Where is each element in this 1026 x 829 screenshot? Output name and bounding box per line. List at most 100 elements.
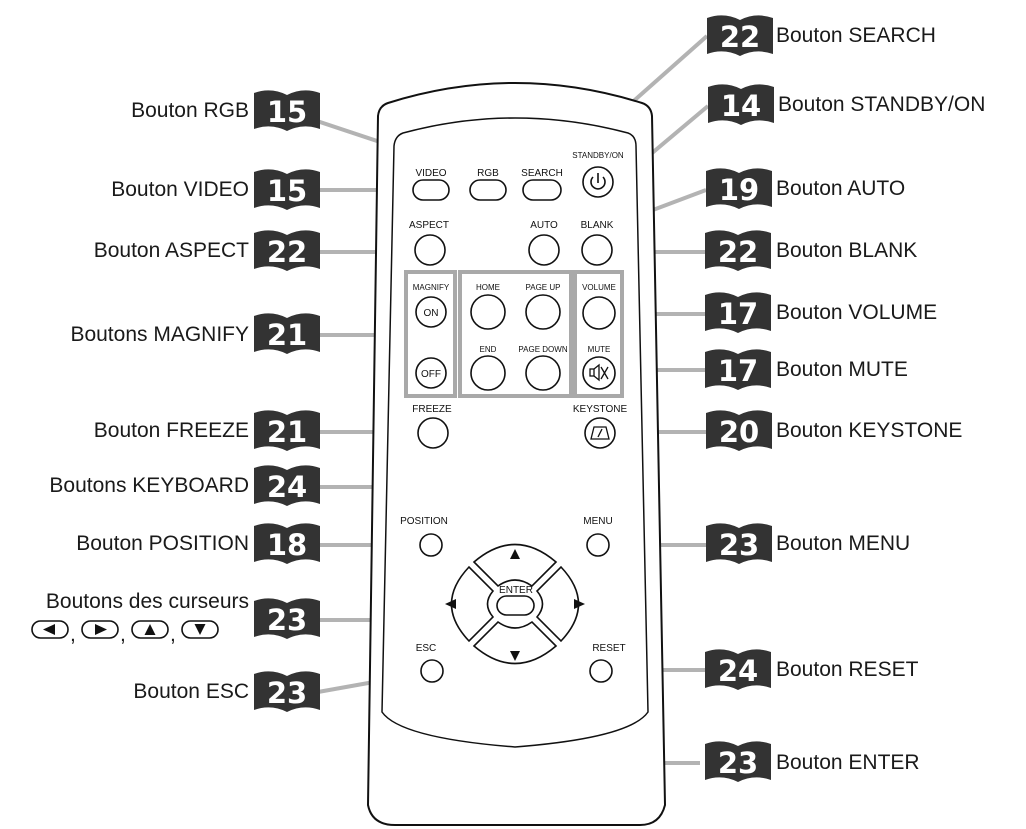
callout-keyboard: 24 Boutons KEYBOARD <box>49 465 320 506</box>
aspect-button-label: ASPECT <box>409 220 449 231</box>
callout-mute: 17 Bouton MUTE <box>705 349 908 390</box>
callout-label: Bouton ASPECT <box>94 239 249 262</box>
page-number: 17 <box>718 297 758 331</box>
callout-magnify: 21 Boutons MAGNIFY <box>70 313 320 354</box>
page-number: 18 <box>267 528 307 562</box>
page-number: 22 <box>720 20 760 54</box>
callout-label: Bouton ENTER <box>776 751 920 774</box>
page-number: 22 <box>267 235 307 269</box>
magnify-group <box>404 270 457 398</box>
callout-label: Bouton ESC <box>133 680 249 703</box>
remote-control: VIDEO RGB SEARCH STANDBY/ON ASPECT AUTO … <box>366 82 667 826</box>
left-cursor-key-icon <box>31 620 69 639</box>
video-button[interactable] <box>412 179 450 201</box>
up-cursor-key-icon <box>131 620 169 639</box>
search-button-label: SEARCH <box>521 168 563 179</box>
callout-label: Boutons MAGNIFY <box>70 323 249 346</box>
enter-button[interactable] <box>496 595 535 616</box>
callout-reset: 24 Bouton RESET <box>705 649 919 690</box>
magnify-off-button[interactable] <box>415 357 447 389</box>
page-up-button-label: PAGE UP <box>526 283 561 292</box>
search-button[interactable] <box>522 179 562 201</box>
callout-esc: 23 Bouton ESC <box>133 671 320 712</box>
callout-label: Bouton VIDEO <box>111 178 249 201</box>
freeze-button[interactable] <box>417 417 449 449</box>
blank-button[interactable] <box>581 234 613 266</box>
callout-label: Boutons KEYBOARD <box>49 474 249 497</box>
cursor-down-button[interactable] <box>472 620 558 665</box>
standby-button-label: STANDBY/ON <box>572 151 624 160</box>
menu-button[interactable] <box>586 533 610 557</box>
aspect-button[interactable] <box>414 234 446 266</box>
callout-label: Bouton RGB <box>131 99 249 122</box>
enter-button-label: ENTER <box>499 585 533 596</box>
cursor-left-button[interactable] <box>450 565 495 643</box>
page-up-button[interactable] <box>525 294 561 330</box>
separator: , <box>120 623 126 646</box>
callout-standby: 14 Bouton STANDBY/ON <box>708 84 985 125</box>
position-button[interactable] <box>419 533 443 557</box>
page-number: 15 <box>267 174 307 208</box>
page-down-button[interactable] <box>525 355 561 391</box>
callout-label: Bouton MENU <box>776 532 910 555</box>
magnify-button-label: MAGNIFY <box>413 283 450 292</box>
volume-button[interactable] <box>582 296 616 330</box>
magnify-off-label: OFF <box>421 369 441 380</box>
cursor-right-button[interactable] <box>535 565 580 643</box>
reset-button-label: RESET <box>592 643 625 654</box>
right-arrow-icon <box>574 599 585 609</box>
esc-button[interactable] <box>420 659 444 683</box>
callout-label: Bouton STANDBY/ON <box>778 93 985 116</box>
callout-label: Bouton SEARCH <box>776 24 936 47</box>
page-number: 22 <box>718 235 758 269</box>
page-number: 23 <box>718 746 758 780</box>
blank-button-label: BLANK <box>581 220 614 231</box>
callout-enter: 23 Bouton ENTER <box>705 741 920 782</box>
mute-button-label: MUTE <box>588 345 611 354</box>
reset-button[interactable] <box>589 659 613 683</box>
callout-cursors: 23 Boutons des curseurs , , , <box>31 590 320 646</box>
callout-freeze: 21 Bouton FREEZE <box>94 410 320 451</box>
callout-label: Bouton FREEZE <box>94 419 249 442</box>
cursor-up-button[interactable] <box>472 543 558 588</box>
page-number: 24 <box>267 470 307 504</box>
page-number: 23 <box>267 603 307 637</box>
rgb-button[interactable] <box>469 179 507 201</box>
page-number: 17 <box>718 354 758 388</box>
down-cursor-key-icon <box>181 620 219 639</box>
cursor-key-icons: , , , <box>31 620 219 646</box>
callout-blank: 22 Bouton BLANK <box>705 230 917 271</box>
end-button[interactable] <box>470 355 506 391</box>
down-arrow-icon <box>510 651 520 661</box>
callout-label: Bouton MUTE <box>776 358 908 381</box>
keyboard-group <box>458 270 573 398</box>
page-number: 24 <box>718 654 758 688</box>
freeze-button-label: FREEZE <box>412 404 452 415</box>
separator: , <box>70 623 76 646</box>
callout-menu: 23 Bouton MENU <box>706 523 910 564</box>
auto-button[interactable] <box>528 234 560 266</box>
separator: , <box>170 623 176 646</box>
callout-label: Bouton RESET <box>776 658 919 681</box>
video-button-label: VIDEO <box>415 168 446 179</box>
auto-button-label: AUTO <box>530 220 558 231</box>
callout-video: 15 Bouton VIDEO <box>111 169 320 210</box>
callout-label: Bouton BLANK <box>776 239 917 262</box>
magnify-on-button[interactable] <box>415 296 447 328</box>
page-number: 15 <box>267 95 307 129</box>
right-cursor-key-icon <box>81 620 119 639</box>
page-down-button-label: PAGE DOWN <box>518 345 567 354</box>
up-arrow-icon <box>510 549 520 559</box>
callout-aspect: 22 Bouton ASPECT <box>94 230 320 271</box>
end-button-label: END <box>480 345 497 354</box>
home-button[interactable] <box>470 294 506 330</box>
callout-label: Bouton AUTO <box>776 177 905 200</box>
esc-button-label: ESC <box>416 643 437 654</box>
magnify-on-label: ON <box>424 308 439 319</box>
keystone-button-label: KEYSTONE <box>573 404 628 415</box>
page-number: 19 <box>719 173 759 207</box>
page-number: 14 <box>721 89 761 123</box>
keystone-icon <box>590 426 610 440</box>
page-number: 21 <box>267 415 307 449</box>
callout-label: Bouton VOLUME <box>776 301 937 324</box>
